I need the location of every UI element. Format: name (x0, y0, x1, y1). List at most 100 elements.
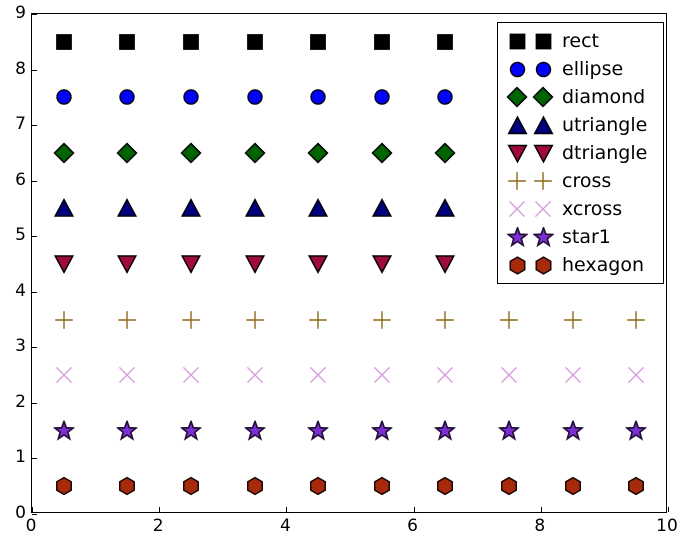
legend-marker-icon (530, 86, 556, 108)
legend-item-rect[interactable]: rect (504, 27, 657, 55)
data-point-dtriangle (244, 254, 265, 275)
y-tick (32, 14, 37, 15)
legend-item-hexagon[interactable]: hexagon (504, 251, 657, 279)
data-point-ellipse (182, 88, 201, 107)
legend-item-star1[interactable]: star1 (504, 223, 657, 251)
data-point-hexagon (500, 476, 519, 496)
legend-marker-icon (504, 171, 530, 191)
data-point-xcross (563, 365, 583, 385)
data-point-hexagon (372, 476, 391, 496)
legend-marker-icon (530, 199, 556, 219)
data-point-rect (182, 32, 201, 51)
data-point-hexagon (627, 476, 646, 496)
legend-marker-icon (530, 226, 556, 248)
y-tick-label: 6 (15, 169, 26, 190)
data-point-xcross (54, 365, 74, 385)
data-point-hexagon (54, 476, 73, 496)
data-point-diamond (180, 142, 202, 164)
data-point-xcross (499, 365, 519, 385)
legend-marker-icon (504, 226, 530, 248)
data-point-star1 (370, 418, 394, 441)
data-point-diamond (371, 142, 393, 164)
legend-item-dtriangle[interactable]: dtriangle (504, 139, 657, 167)
legend-label: hexagon (562, 254, 645, 276)
data-point-dtriangle (308, 254, 329, 275)
legend-marker-icon (530, 143, 556, 164)
data-point-ellipse (245, 88, 264, 107)
data-point-rect (54, 32, 73, 51)
data-point-star1 (306, 418, 330, 441)
data-point-diamond (53, 142, 75, 164)
legend-label: dtriangle (562, 142, 648, 164)
data-point-star1 (561, 418, 585, 441)
data-point-xcross (117, 365, 137, 385)
data-point-xcross (435, 365, 455, 385)
data-point-hexagon (182, 476, 201, 496)
data-point-dtriangle (371, 254, 392, 275)
data-point-cross (245, 310, 265, 330)
data-point-xcross (372, 365, 392, 385)
y-tick-label: 9 (15, 3, 26, 23)
data-point-rect (118, 32, 137, 51)
data-point-star1 (179, 418, 203, 441)
data-point-diamond (307, 142, 329, 164)
legend-box[interactable]: rect ellipse diamond utriangle dtriangle cros… (497, 22, 664, 284)
legend-item-utriangle[interactable]: utriangle (504, 111, 657, 139)
data-point-diamond (244, 142, 266, 164)
y-tick-label: 8 (15, 58, 26, 79)
data-point-star1 (115, 418, 139, 441)
legend-marker-icon (504, 115, 530, 136)
legend-marker-icon (530, 32, 556, 51)
data-point-utriangle (117, 198, 138, 219)
data-point-ellipse (436, 88, 455, 107)
x-tick-label: 4 (279, 516, 291, 536)
legend-item-ellipse[interactable]: ellipse (504, 55, 657, 83)
legend-marker-icon (530, 255, 556, 275)
data-point-hexagon (436, 476, 455, 496)
data-point-ellipse (118, 88, 137, 107)
legend-item-xcross[interactable]: xcross (504, 195, 657, 223)
data-point-utriangle (244, 198, 265, 219)
x-tick (32, 507, 33, 512)
data-point-xcross (181, 365, 201, 385)
legend-label: diamond (562, 86, 646, 108)
data-point-cross (563, 310, 583, 330)
legend-label: ellipse (562, 58, 624, 80)
data-point-cross (308, 310, 328, 330)
data-point-utriangle (180, 198, 202, 219)
data-point-ellipse (309, 88, 328, 107)
y-tick-label: 7 (15, 114, 26, 135)
data-point-cross (626, 310, 646, 330)
x-tick-label: 2 (152, 516, 164, 536)
data-point-hexagon (309, 476, 328, 496)
x-tick-label: 6 (407, 516, 419, 536)
data-point-utriangle (53, 198, 74, 219)
data-point-xcross (245, 365, 265, 385)
data-point-cross (499, 310, 519, 330)
data-point-cross (181, 310, 201, 330)
legend-label: rect (562, 30, 599, 52)
data-point-hexagon (245, 476, 264, 496)
data-point-cross (117, 310, 137, 330)
data-point-star1 (497, 418, 521, 441)
legend-marker-icon (530, 115, 556, 136)
y-tick (32, 514, 37, 515)
y-tick-label: 3 (15, 336, 26, 357)
x-tick (159, 507, 161, 512)
y-tick-label: 4 (15, 280, 26, 301)
x-tick (540, 507, 542, 512)
y-tick (32, 291, 37, 293)
y-tick (32, 402, 37, 404)
data-point-star1 (433, 418, 457, 441)
data-point-utriangle (435, 198, 456, 219)
x-tick (668, 507, 669, 512)
legend-marker-icon (530, 171, 556, 191)
data-point-hexagon (563, 476, 582, 496)
y-tick-label: 1 (15, 447, 26, 468)
data-point-utriangle (371, 198, 392, 219)
legend-item-diamond[interactable]: diamond (504, 83, 657, 111)
legend-item-cross[interactable]: cross (504, 167, 657, 195)
data-point-xcross (308, 365, 328, 385)
legend-label: cross (562, 170, 612, 192)
